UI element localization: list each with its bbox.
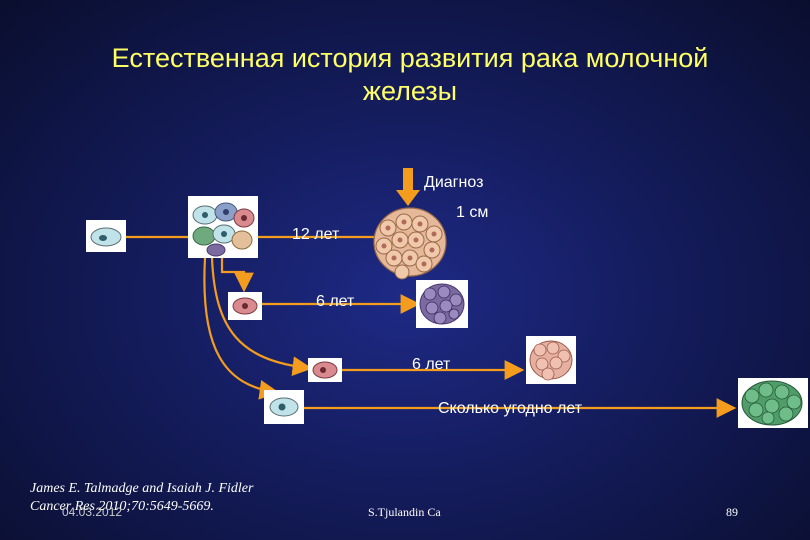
title-line-2: железы [362, 76, 458, 106]
branch-arrow-2 [210, 257, 313, 377]
reference-line-2: Cancer Res 2010;70:5649-5669. [30, 499, 214, 514]
pink-metastasis-icon [526, 336, 576, 384]
primary-tumor-icon [373, 207, 447, 280]
diagnosis-label: Диагноз [424, 174, 484, 191]
purple-metastasis-icon [416, 280, 468, 328]
dormant-cell-icon [264, 390, 304, 424]
footer-text: S.Tjulandin Ca [368, 505, 441, 519]
pink-cell-icon [228, 292, 262, 320]
years-6a-label: 6 лет [316, 293, 355, 310]
years-12-label: 12 лет [292, 226, 340, 243]
slide-date: 04.03.2012 [62, 505, 123, 519]
any-years-label: Сколько угодно лет [438, 400, 583, 417]
page-number: 89 [726, 505, 738, 519]
diagnosis-arrow-icon [396, 168, 420, 206]
title-line-1: Естественная история развития рака молоч… [111, 43, 709, 73]
years-6b-label: 6 лет [412, 356, 451, 373]
branch-arrow-1 [220, 258, 254, 293]
branch-arrow-3 [203, 257, 280, 400]
reference-line-1: James E. Talmadge and Isaiah J. Fidler [30, 481, 254, 496]
slide-title: Естественная история развития рака молоч… [40, 42, 780, 108]
pink-cell-2-icon [308, 358, 342, 382]
early-tumor-cluster-icon [188, 196, 258, 258]
reference: James E. Talmadge and Isaiah J. Fidler C… [30, 480, 253, 516]
normal-cell-icon [86, 220, 126, 252]
green-metastasis-icon [738, 378, 808, 428]
size-label: 1 см [456, 204, 489, 221]
